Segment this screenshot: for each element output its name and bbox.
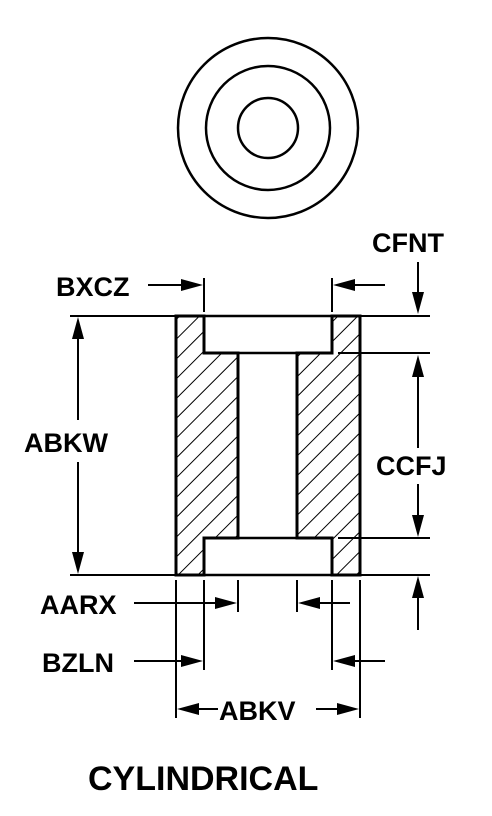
arrow-ccfj-down bbox=[412, 515, 424, 537]
outer-circle bbox=[176, 36, 360, 220]
arrow-abkv-left bbox=[177, 703, 199, 715]
top-view bbox=[176, 36, 360, 220]
dimension-bzln: BZLN bbox=[42, 648, 385, 678]
arrow-bxcz-left bbox=[333, 279, 355, 291]
arrow-aarx-left bbox=[298, 597, 320, 609]
middle-circle bbox=[204, 64, 332, 192]
label-ccfj: CCFJ bbox=[376, 451, 447, 481]
arrow-bzln-left bbox=[333, 655, 355, 667]
arrow-ccfj-up bbox=[412, 576, 424, 598]
dimension-ccfj: CCFJ bbox=[376, 367, 447, 630]
right-wall-section bbox=[295, 314, 362, 577]
label-cfnt: CFNT bbox=[372, 228, 444, 258]
arrow-abkw-up bbox=[72, 317, 84, 339]
dimension-bxcz: BXCZ bbox=[56, 272, 385, 302]
inner-circle bbox=[236, 96, 300, 160]
arrow-abkv-right bbox=[337, 703, 359, 715]
label-aarx: AARX bbox=[40, 590, 117, 620]
section-view bbox=[174, 314, 362, 577]
label-bxcz: BXCZ bbox=[56, 272, 130, 302]
arrow-aarx-right bbox=[215, 597, 237, 609]
dimension-abkv: ABKV bbox=[177, 696, 359, 726]
dimension-aarx: AARX bbox=[40, 590, 350, 620]
label-bzln: BZLN bbox=[42, 648, 114, 678]
extension-lines bbox=[70, 278, 430, 718]
arrow-abkw-down bbox=[72, 552, 84, 574]
dimension-abkw: ABKW bbox=[24, 317, 108, 574]
diagram-caption: CYLINDRICAL bbox=[88, 760, 318, 798]
arrow-cfnt-up bbox=[412, 355, 424, 377]
left-wall-section bbox=[174, 314, 240, 577]
label-abkw: ABKW bbox=[24, 428, 108, 458]
label-abkv: ABKV bbox=[219, 696, 296, 726]
arrow-bzln-right bbox=[181, 655, 203, 667]
arrow-cfnt-down bbox=[412, 292, 424, 314]
arrow-bxcz-right bbox=[181, 279, 203, 291]
